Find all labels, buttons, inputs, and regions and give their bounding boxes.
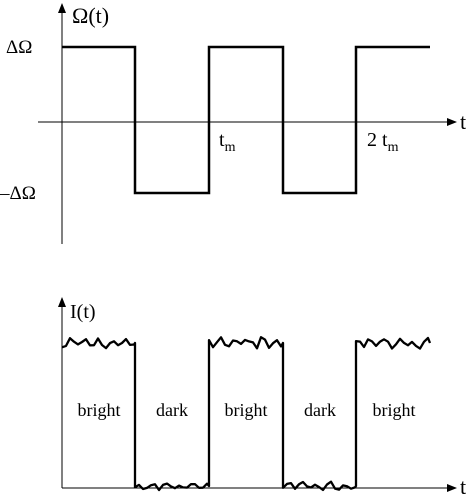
tick-tm-label: tm: [219, 129, 236, 155]
segment-label-bright-3: bright: [373, 400, 416, 420]
pos-level-label: ΔΩ: [6, 37, 32, 58]
omega-plot: Ω(t) t ΔΩ –ΔΩ tm 2 tm: [0, 3, 466, 244]
omega-x-label: t: [460, 109, 466, 134]
omega-y-label: Ω(t): [72, 3, 109, 28]
intensity-plot: I(t) t bright dark bright dark bright: [58, 297, 466, 496]
segment-label-bright-2: bright: [225, 400, 268, 420]
segment-label-bright-1: bright: [78, 400, 121, 420]
segment-label-dark-1: dark: [156, 400, 188, 420]
tick-2tm-label: 2 tm: [367, 129, 399, 155]
neg-level-label: –ΔΩ: [0, 183, 36, 204]
intensity-x-label: t: [460, 474, 466, 496]
omega-square-wave: [62, 45, 430, 195]
intensity-noisy-wave: [61, 336, 432, 492]
intensity-y-label: I(t): [70, 301, 96, 323]
segment-label-dark-2: dark: [304, 400, 336, 420]
